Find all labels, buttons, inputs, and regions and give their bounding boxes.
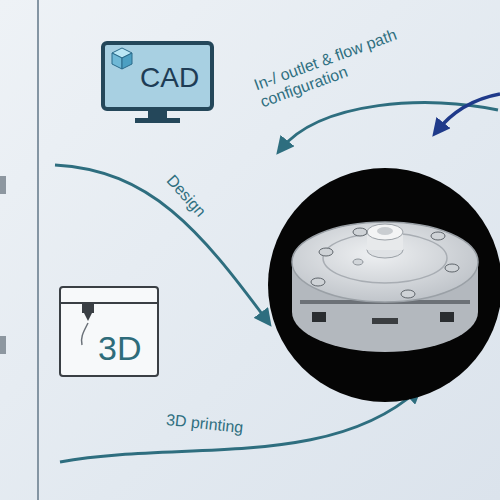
separator-line bbox=[37, 0, 39, 500]
icon-label: CAD bbox=[140, 64, 199, 92]
configuration-arrow bbox=[280, 103, 498, 150]
flow-cell-device bbox=[292, 222, 478, 352]
arrow-label: 3D printing bbox=[166, 411, 245, 437]
photo-circle bbox=[268, 168, 500, 402]
cad-monitor: CAD bbox=[100, 40, 215, 125]
printer-icon: 3D bbox=[58, 285, 160, 378]
edge-mark bbox=[0, 336, 6, 354]
edge-mark bbox=[0, 176, 6, 194]
arrow-label: Design bbox=[163, 171, 210, 220]
icon-label: 3D bbox=[98, 331, 141, 365]
printing-arrow bbox=[60, 390, 418, 462]
feedback-arrow bbox=[436, 94, 500, 132]
arrow-label: In-/ outlet & flow path configuration bbox=[252, 9, 453, 112]
